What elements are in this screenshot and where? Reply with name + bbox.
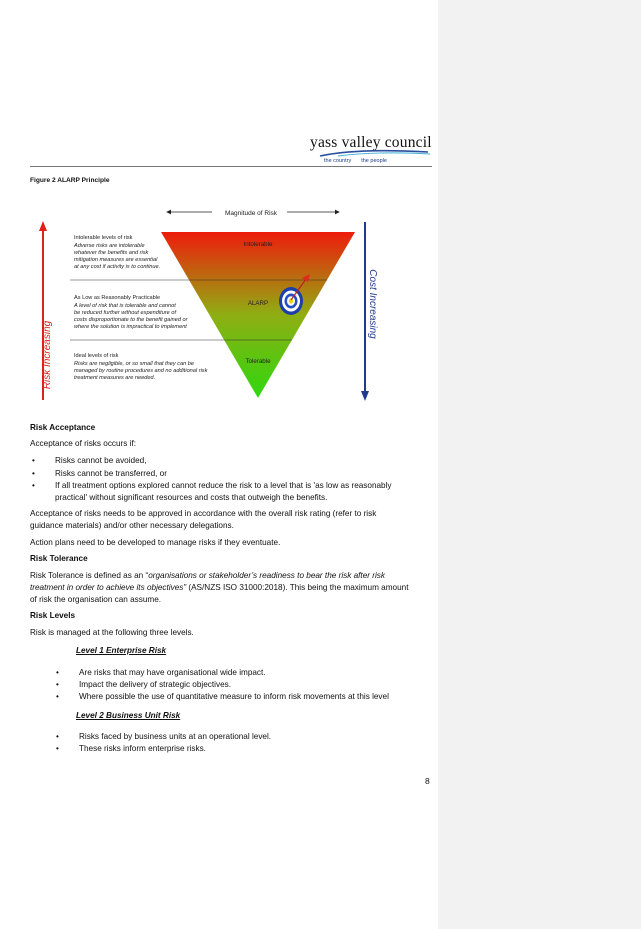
block1-line: whatever the benefits and risk [74, 250, 150, 256]
magnitude-label: Magnitude of Risk [225, 210, 278, 217]
acceptance-bullet: If all treatment options explored cannot… [55, 481, 392, 490]
tagline-right: the people [361, 158, 387, 164]
acceptance-para-line: Acceptance of risks needs to be approved… [30, 509, 377, 518]
header-divider [30, 166, 432, 167]
level1-bullet: Are risks that may have organisational w… [79, 668, 266, 677]
cost-increasing-arrowhead [361, 391, 369, 401]
logo-tagline: the country the people [324, 158, 397, 164]
block3-line: treatment measures are needed. [74, 375, 155, 381]
level2-heading: Level 2 Business Unit Risk [76, 711, 181, 720]
block3-line: Risks are negligible, or so small that t… [74, 361, 194, 367]
risk-levels-intro: Risk is managed at the following three l… [30, 628, 194, 637]
level1-bullet: Where possible the use of quantitative m… [79, 692, 389, 701]
acceptance-bullet: Risks cannot be transferred, or [55, 469, 167, 478]
tolerance-text: Risk Tolerance is defined as an “ [30, 571, 149, 580]
bullet-icon: • [32, 456, 35, 465]
tolerance-line-3: of risk the organisation can assume. [30, 595, 162, 604]
block1-line: Adverse risks are intolerable [73, 243, 145, 249]
risk-acceptance-heading: Risk Acceptance [30, 423, 96, 432]
bullet-icon: • [32, 481, 35, 490]
comment-margin-pane [438, 0, 641, 929]
cost-increasing-label: Cost Increasing [367, 269, 378, 339]
bullet-icon: • [56, 744, 59, 753]
bullet-icon: • [56, 668, 59, 677]
page-number: 8 [425, 776, 430, 786]
block1-title: Intolerable levels of risk [74, 235, 133, 241]
risk-increasing-label: Risk Increasing [42, 320, 53, 389]
tolerance-quote: treatment in order to achieve its object… [30, 583, 187, 592]
block2-line: A level of risk that is tolerable and ca… [73, 303, 176, 309]
acceptance-intro: Acceptance of risks occurs if: [30, 439, 137, 448]
target-dart-icon [279, 274, 310, 315]
bullet-icon: • [32, 469, 35, 478]
action-plans-text: Action plans need to be developed to man… [30, 538, 281, 547]
risk-tolerance-heading: Risk Tolerance [30, 554, 88, 563]
level2-bullet: These risks inform enterprise risks. [79, 744, 206, 753]
alarp-diagram: Magnitude of Risk Intolerable ALARP Tole… [39, 209, 378, 401]
acceptance-bullet-cont: practical' without significant resources… [55, 493, 328, 502]
tolerance-quote: organisations or stakeholder’s readiness… [148, 571, 385, 580]
risk-increasing-arrowhead [39, 221, 47, 231]
block1-line: mitigation measures are essential [74, 257, 158, 263]
acceptance-bullet: Risks cannot be avoided, [55, 456, 147, 465]
tolerance-line-1: Risk Tolerance is defined as an “organis… [30, 570, 385, 582]
block3-line: managed by routine procedures and no add… [74, 368, 209, 374]
tagline-left: the country [324, 158, 352, 164]
block2-line: where the solution is impractical to imp… [74, 324, 187, 330]
council-logo-name: yass valley council [310, 134, 432, 151]
zone-intolerable-label: Intolerable [244, 241, 273, 248]
zone-alarp-label: ALARP [248, 300, 268, 307]
logo-swoosh-icon [319, 149, 431, 157]
tolerance-line-2: treatment in order to achieve its object… [30, 582, 408, 594]
level2-bullet: Risks faced by business units at an oper… [79, 732, 272, 741]
zone-tolerable-label: Tolerable [245, 358, 271, 365]
risk-triangle [161, 232, 355, 398]
tolerance-text: (AS/NZS ISO 31000:2018). This being the … [186, 583, 409, 592]
bullet-icon: • [56, 732, 59, 741]
block2-title: As Low as Reasonably Practicable [74, 295, 160, 301]
level1-bullet: Impact the delivery of strategic objecti… [79, 680, 231, 689]
bullet-icon: • [56, 692, 59, 701]
block3-title: Ideal levels of risk [74, 353, 119, 359]
acceptance-para-line: guidance materials) and/or other necessa… [30, 521, 234, 530]
document-page: yass valley council the country the peopl… [30, 134, 432, 786]
figure-title: Figure 2 ALARP Principle [30, 177, 110, 184]
level1-heading: Level 1 Enterprise Risk [76, 646, 167, 655]
block2-line: costs disproportionate to the benefit ga… [74, 317, 189, 323]
risk-levels-heading: Risk Levels [30, 611, 76, 620]
block2-line: be reduced further without expenditure o… [74, 310, 177, 316]
bullet-icon: • [56, 680, 59, 689]
block1-line: at any cost if activity is to continue. [74, 264, 160, 270]
